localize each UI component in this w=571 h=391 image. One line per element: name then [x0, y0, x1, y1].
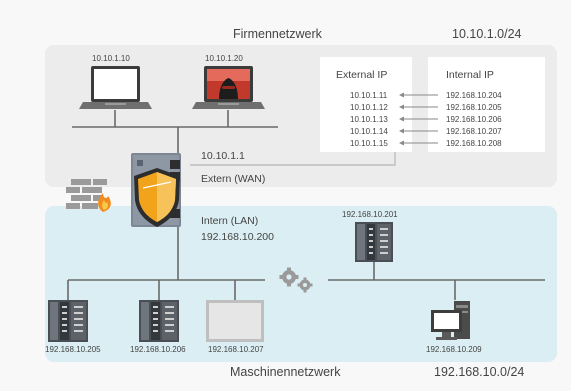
router-wan-label: Extern (WAN)	[201, 173, 265, 185]
nat-row-3-internal: 192.168.10.206	[446, 115, 502, 124]
machine-network-name: Maschinennetzwerk	[230, 365, 341, 379]
nat-row-3-external: 10.10.1.13	[350, 115, 388, 124]
laptop-2-ip: 10.10.1.20	[205, 54, 243, 63]
firewall-icon	[66, 179, 111, 212]
plc-205-ip: 192.168.10.205	[45, 345, 101, 354]
nat-row-1-external: 10.10.1.11	[350, 91, 388, 100]
machine-network-subnet: 192.168.10.0/24	[434, 365, 524, 379]
company-network-name: Firmennetzwerk	[233, 27, 323, 41]
panel-icon	[206, 300, 264, 342]
internal-ip-header: Internal IP	[446, 69, 494, 81]
panel-207-ip: 192.168.10.207	[208, 345, 264, 354]
nat-row-5-internal: 192.168.10.208	[446, 139, 502, 148]
internal-ip-panel	[428, 57, 545, 152]
laptop-icon	[79, 66, 152, 109]
nat-row-4-internal: 192.168.10.207	[446, 127, 502, 136]
plc-201-ip: 192.168.10.201	[342, 210, 398, 219]
external-ip-panel	[320, 57, 412, 152]
pc-209-ip: 192.168.10.209	[426, 345, 482, 354]
router-lan-ip: 192.168.10.200	[201, 231, 274, 243]
pc-icon	[431, 301, 470, 340]
router-wan-ip: 10.10.1.1	[201, 150, 245, 162]
nat-row-5-external: 10.10.1.15	[350, 139, 388, 148]
plc-icon	[355, 222, 393, 262]
plc-icon	[48, 300, 88, 342]
hacker-laptop-icon	[192, 66, 265, 109]
plc-icon	[139, 300, 179, 342]
company-network-subnet: 10.10.1.0/24	[452, 27, 522, 41]
router-lan-label: Intern (LAN)	[201, 215, 258, 227]
nat-row-2-internal: 192.168.10.205	[446, 103, 502, 112]
wan-nat-link	[190, 152, 396, 166]
nat-row-4-external: 10.10.1.14	[350, 127, 388, 136]
gears-icon	[279, 267, 313, 293]
nat-row-1-internal: 192.168.10.204	[446, 91, 502, 100]
external-ip-header: External IP	[336, 69, 387, 81]
laptop-1-ip: 10.10.1.10	[92, 54, 130, 63]
nat-rows: 10.10.1.11 10.10.1.12 10.10.1.13 10.10.1…	[350, 91, 502, 148]
arrow-left-icon	[399, 92, 438, 146]
shield-icon	[134, 168, 180, 227]
nat-row-2-external: 10.10.1.12	[350, 103, 388, 112]
plc-206-ip: 192.168.10.206	[130, 345, 186, 354]
